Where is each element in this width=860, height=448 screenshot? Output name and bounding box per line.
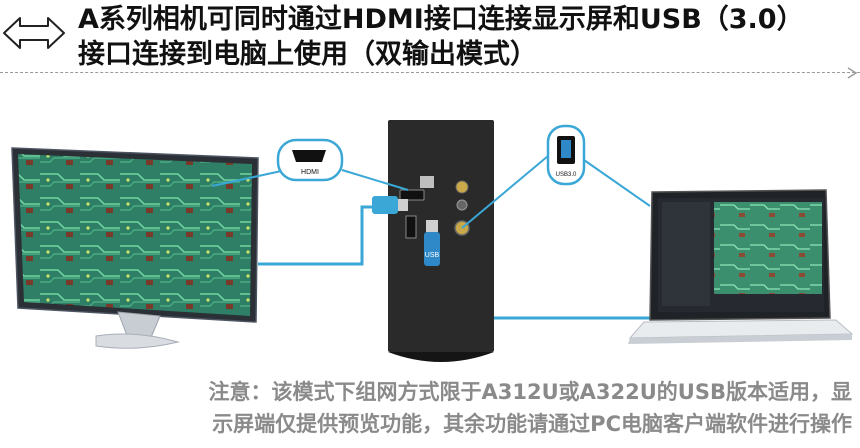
title-line-1: A系列相机可同时通过HDMI接口连接显示屏和USB（3.0） xyxy=(78,4,804,35)
usb-callout-label: USB3.0 xyxy=(556,172,577,178)
usb-callout: USB3.0 xyxy=(546,124,586,186)
usb-plug: USB xyxy=(424,220,440,266)
note-line-1: 注意：该模式下组网方式限于A312U或A322U的USB版本适用，显 xyxy=(208,380,852,404)
hdmi-callout-pointer xyxy=(341,169,409,191)
hdmi-callout: HDMI xyxy=(276,138,344,182)
hdmi-port xyxy=(399,189,425,201)
laptop-callout-pointer xyxy=(583,159,651,207)
divider-arrow-icon xyxy=(847,67,858,79)
monitor-callout-pointer xyxy=(211,169,287,187)
camera xyxy=(388,120,494,362)
monitor xyxy=(11,147,259,349)
laptop xyxy=(628,189,854,344)
note-line-2: 示屏端仅提供预览功能，其余功能请通过PC电脑客户端软件进行操作 xyxy=(212,412,852,436)
ethernet-port xyxy=(420,176,434,188)
page-title: A系列相机可同时通过HDMI接口连接显示屏和USB（3.0） 接口连接到电脑上使… xyxy=(78,2,858,72)
usb-callout-pointer xyxy=(461,155,549,229)
hdmi-cable xyxy=(258,205,384,266)
hdmi-plug xyxy=(372,196,408,214)
note: 注意：该模式下组网方式限于A312U或A322U的USB版本适用，显 示屏端仅提… xyxy=(100,376,852,440)
divider xyxy=(0,72,860,73)
hdmi-callout-label: HDMI xyxy=(301,169,319,176)
double-arrow-icon xyxy=(3,17,65,49)
usb-plug-label: USB xyxy=(425,252,440,259)
monitor-screen xyxy=(18,154,252,316)
title-line-2: 接口连接到电脑上使用（双输出模式） xyxy=(78,39,537,70)
